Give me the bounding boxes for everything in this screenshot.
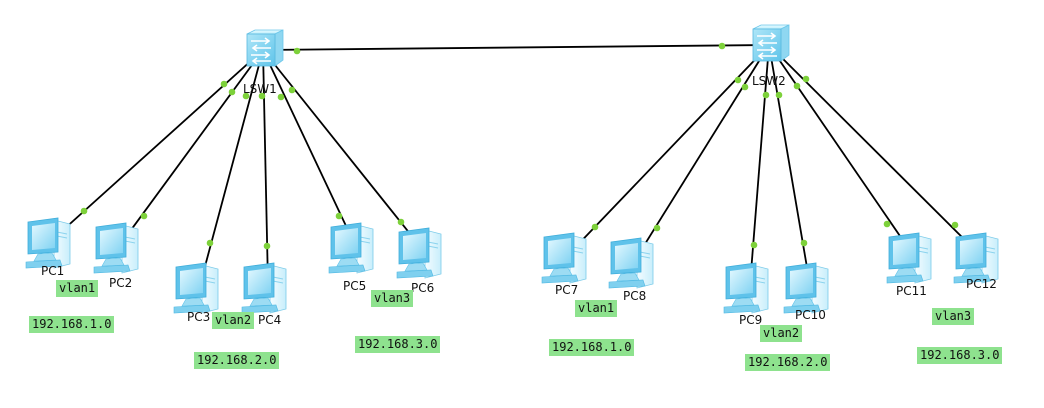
port-indicator <box>802 75 810 83</box>
pc-label: PC1 <box>41 264 65 278</box>
pc-icon[interactable] <box>608 237 654 289</box>
link-sw1-pc1 <box>51 49 264 241</box>
vlan-tag: vlan3 <box>932 308 975 325</box>
port-indicator <box>140 212 148 220</box>
port-indicator <box>591 223 599 231</box>
pc-icon[interactable] <box>783 262 829 314</box>
port-indicator <box>775 91 783 99</box>
pc-label: PC8 <box>623 289 647 303</box>
pc-label: PC6 <box>411 281 435 295</box>
vlan-tag: vlan2 <box>760 325 803 342</box>
vlan-tag: vlan1 <box>575 300 618 317</box>
port-indicator <box>228 88 236 96</box>
link-sw1-pc2 <box>119 49 264 246</box>
vlan-tag: vlan1 <box>56 280 99 297</box>
switch-icon[interactable] <box>752 24 790 62</box>
port-indicator <box>277 93 285 101</box>
subnet-tag: 192.168.2.0 <box>194 352 280 369</box>
port-indicator <box>800 239 808 247</box>
pc-icon[interactable] <box>396 227 442 279</box>
pc-label: PC11 <box>896 284 927 298</box>
link-sw1-pc6 <box>262 49 424 251</box>
pc-label: PC2 <box>109 276 133 290</box>
pc-icon[interactable] <box>886 232 932 284</box>
port-indicator <box>653 224 661 232</box>
pc-label: PC7 <box>555 283 579 297</box>
port-indicator <box>883 220 891 228</box>
link-sw2-pc7 <box>567 44 770 256</box>
pc-icon[interactable] <box>93 222 139 274</box>
subnet-tag: 192.168.3.0 <box>917 347 1003 364</box>
port-indicator <box>80 207 88 215</box>
port-indicator <box>242 92 250 100</box>
vlan-tag: vlan3 <box>371 290 414 307</box>
link-sw2-pc12 <box>768 44 981 256</box>
pc-label: PC5 <box>343 279 367 293</box>
vlan-tag: vlan2 <box>212 312 255 329</box>
pc-label: PC9 <box>739 313 763 327</box>
pc-label: PC4 <box>258 313 282 327</box>
pc-label: PC3 <box>187 310 211 324</box>
port-indicator <box>288 86 296 94</box>
link-sw1-pc5 <box>262 49 356 246</box>
port-indicator <box>263 242 271 250</box>
switch-label: LSW2 <box>752 74 786 88</box>
port-indicator <box>220 80 228 88</box>
port-indicator <box>258 92 266 100</box>
switch-label: LSW1 <box>243 82 277 96</box>
link-sw2-pc8 <box>634 44 770 261</box>
port-indicator <box>718 42 726 50</box>
port-indicator <box>741 83 749 91</box>
pc-icon[interactable] <box>953 232 999 284</box>
port-indicator <box>793 82 801 90</box>
link-sw2-pc11 <box>768 44 914 256</box>
pc-icon[interactable] <box>328 222 374 274</box>
switch-icon[interactable] <box>246 29 284 67</box>
pc-icon[interactable] <box>173 262 219 314</box>
pc-icon[interactable] <box>241 262 287 314</box>
port-indicator <box>762 91 770 99</box>
pc-icon[interactable] <box>541 232 587 284</box>
port-indicator <box>397 218 405 226</box>
subnet-tag: 192.168.3.0 <box>355 336 441 353</box>
pc-icon[interactable] <box>723 262 769 314</box>
subnet-tag: 192.168.1.0 <box>29 316 115 333</box>
port-indicator <box>293 47 301 55</box>
port-indicator <box>734 76 742 84</box>
pc-icon[interactable] <box>25 217 71 269</box>
pc-label: PC12 <box>966 277 997 291</box>
port-indicator <box>206 239 214 247</box>
port-indicator <box>951 221 959 229</box>
port-indicator <box>335 212 343 220</box>
subnet-tag: 192.168.1.0 <box>549 339 635 356</box>
link-sw1-sw2 <box>262 44 770 51</box>
pc-label: PC10 <box>795 308 826 322</box>
port-indicator <box>750 241 758 249</box>
subnet-tag: 192.168.2.0 <box>745 354 831 371</box>
